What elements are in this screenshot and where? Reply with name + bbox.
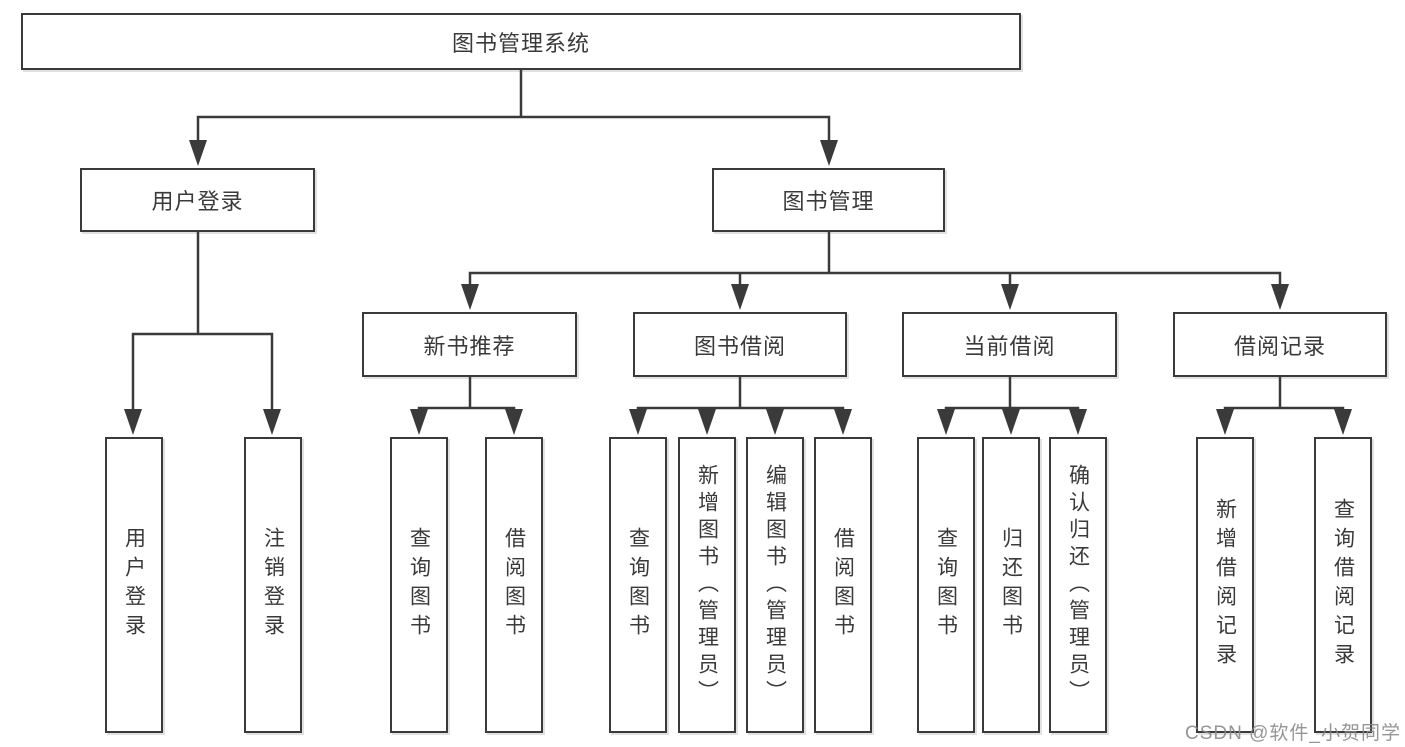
node-borrowing-records: 借阅记录 (1173, 312, 1387, 377)
node-logout-login-label: 注销登录 (261, 527, 285, 643)
node-logout-login: 注销登录 (244, 437, 302, 733)
node-borrowing-query-books: 查询图书 (609, 437, 667, 733)
node-records-add-record: 新增借阅记录 (1196, 437, 1254, 733)
node-user-login-group-label: 用户登录 (151, 189, 244, 214)
node-records-query-record-label: 查询借阅记录 (1331, 498, 1355, 672)
node-current-return-books: 归还图书 (982, 437, 1040, 733)
node-root-label: 图书管理系统 (451, 30, 590, 56)
node-recommend-borrow-books: 借阅图书 (485, 437, 543, 733)
node-current-borrowing: 当前借阅 (902, 312, 1117, 377)
node-root: 图书管理系统 (21, 13, 1021, 70)
node-current-return-books-label: 归还图书 (999, 527, 1023, 643)
csdn-watermark: CSDN @软件_小贺同学 (1185, 723, 1401, 744)
node-borrowing-edit-books-label: 编辑图书（管理员） (763, 463, 787, 707)
node-borrowing-edit-books: 编辑图书（管理员） (746, 437, 804, 733)
node-book-borrowing: 图书借阅 (633, 312, 847, 377)
node-borrowing-records-label: 借阅记录 (1233, 333, 1326, 359)
node-borrowing-add-books: 新增图书（管理员） (678, 437, 736, 733)
node-new-book-recommend: 新书推荐 (362, 312, 577, 377)
node-user-login: 用户登录 (105, 437, 163, 733)
node-book-borrowing-label: 图书借阅 (693, 333, 786, 359)
node-current-confirm-return-label: 确认归还（管理员） (1066, 463, 1090, 707)
node-borrowing-borrow-books-label: 借阅图书 (831, 527, 855, 643)
node-recommend-borrow-books-label: 借阅图书 (502, 527, 526, 643)
arrowheads (124, 140, 1352, 435)
node-book-management: 图书管理 (712, 168, 945, 232)
node-current-borrowing-label: 当前借阅 (963, 333, 1056, 359)
node-borrowing-borrow-books: 借阅图书 (814, 437, 872, 733)
node-records-query-record: 查询借阅记录 (1314, 437, 1372, 733)
node-recommend-query-books: 查询图书 (390, 437, 448, 733)
node-current-confirm-return: 确认归还（管理员） (1049, 437, 1107, 733)
node-book-management-label: 图书管理 (782, 189, 875, 214)
node-records-add-record-label: 新增借阅记录 (1213, 498, 1237, 672)
node-recommend-query-books-label: 查询图书 (407, 527, 431, 643)
node-current-query-books: 查询图书 (917, 437, 975, 733)
node-user-login-group: 用户登录 (80, 168, 315, 232)
node-new-book-recommend-label: 新书推荐 (423, 333, 516, 359)
node-borrowing-add-books-label: 新增图书（管理员） (695, 463, 719, 707)
node-current-query-books-label: 查询图书 (934, 527, 958, 643)
node-user-login-label: 用户登录 (122, 527, 146, 643)
node-borrowing-query-books-label: 查询图书 (626, 527, 650, 643)
